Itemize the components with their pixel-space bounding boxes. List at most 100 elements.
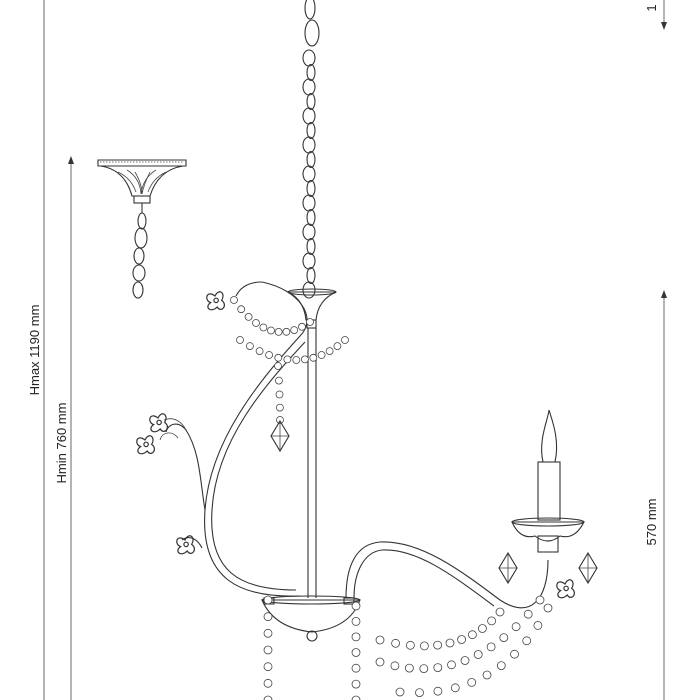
bead	[351, 648, 361, 657]
bead	[283, 355, 292, 364]
chain-link	[302, 194, 316, 212]
bead-garlands	[230, 296, 553, 700]
crystal-facet	[271, 421, 289, 451]
bead	[533, 621, 543, 630]
center-stem	[307, 328, 317, 598]
bead	[445, 638, 455, 648]
bead	[274, 362, 282, 370]
bead	[317, 351, 326, 359]
petal	[149, 413, 168, 433]
bead	[419, 664, 429, 673]
bead	[543, 603, 553, 613]
bead	[245, 342, 254, 351]
flower-center	[156, 419, 162, 426]
bead	[341, 336, 349, 344]
bead	[255, 347, 264, 356]
bead	[274, 327, 283, 336]
chain-link	[306, 121, 316, 140]
flower-ornament	[149, 413, 168, 433]
bead	[391, 638, 401, 648]
chain-link	[306, 150, 316, 169]
bead	[274, 376, 283, 385]
bead	[415, 688, 424, 697]
hmax-label: Hmax 1190 mm	[27, 305, 42, 396]
chain-link	[302, 49, 316, 67]
bead	[467, 630, 477, 640]
chain-link	[306, 63, 316, 82]
bead	[298, 322, 306, 331]
bead	[510, 649, 519, 659]
hmin-dimension: Hmin 760 mm	[54, 156, 74, 700]
bead	[375, 635, 385, 645]
flower-ornament	[206, 291, 225, 311]
bead	[351, 695, 361, 700]
flower-center	[213, 297, 219, 304]
petal	[136, 435, 155, 455]
bead	[405, 640, 415, 650]
flower-ornament	[136, 435, 155, 455]
chain-link	[306, 266, 316, 285]
bead	[252, 319, 260, 327]
crystal-facet	[579, 553, 597, 583]
bead	[351, 679, 361, 689]
bead	[244, 312, 253, 321]
bead	[460, 656, 470, 665]
chain-link	[302, 136, 316, 154]
bead	[404, 663, 414, 673]
bead	[473, 650, 483, 659]
bead	[309, 353, 318, 362]
bead	[433, 663, 443, 672]
bead	[265, 351, 274, 359]
bead	[395, 687, 405, 697]
flower-ornament	[176, 535, 195, 555]
bead	[495, 607, 505, 617]
bead	[300, 355, 309, 364]
chain-link	[302, 78, 316, 96]
suspension-chain	[302, 0, 320, 299]
chain-link	[306, 92, 316, 111]
bead	[325, 347, 334, 356]
bead	[522, 636, 532, 646]
bead	[351, 632, 361, 642]
bead	[511, 622, 521, 632]
bead	[390, 661, 400, 671]
bead	[523, 609, 533, 619]
petal	[176, 535, 195, 555]
flower-center	[183, 541, 189, 548]
bead	[292, 356, 301, 364]
bead	[496, 661, 506, 670]
bead	[230, 296, 238, 304]
bead	[275, 390, 284, 399]
bead	[263, 595, 273, 605]
hmax-dimension: Hmax 1190 mm	[27, 0, 45, 700]
bead	[263, 678, 273, 688]
flower-center	[563, 585, 569, 592]
chain-link	[302, 223, 316, 241]
petal	[556, 579, 575, 599]
bead	[433, 640, 443, 650]
chain-link	[306, 179, 316, 198]
chain-link	[306, 237, 316, 256]
bead	[457, 635, 467, 644]
bead	[351, 601, 361, 611]
bead	[237, 305, 246, 314]
flower-ornaments	[136, 291, 575, 599]
bead	[282, 327, 291, 336]
flower-center	[143, 441, 149, 448]
bottom-bowl	[261, 595, 361, 642]
bead	[375, 657, 385, 667]
bead	[499, 633, 509, 642]
right-arm	[345, 409, 585, 609]
bead	[275, 403, 284, 412]
bead	[419, 641, 429, 651]
bead	[263, 645, 273, 655]
bead	[482, 670, 492, 680]
bead	[274, 353, 283, 362]
arm-height-label: 570 mm	[644, 499, 659, 546]
bead	[263, 612, 273, 622]
chain-link	[302, 281, 316, 299]
arm-height-dimension: 570 mm	[644, 290, 667, 700]
bead	[486, 642, 496, 652]
chain-link	[302, 107, 316, 125]
